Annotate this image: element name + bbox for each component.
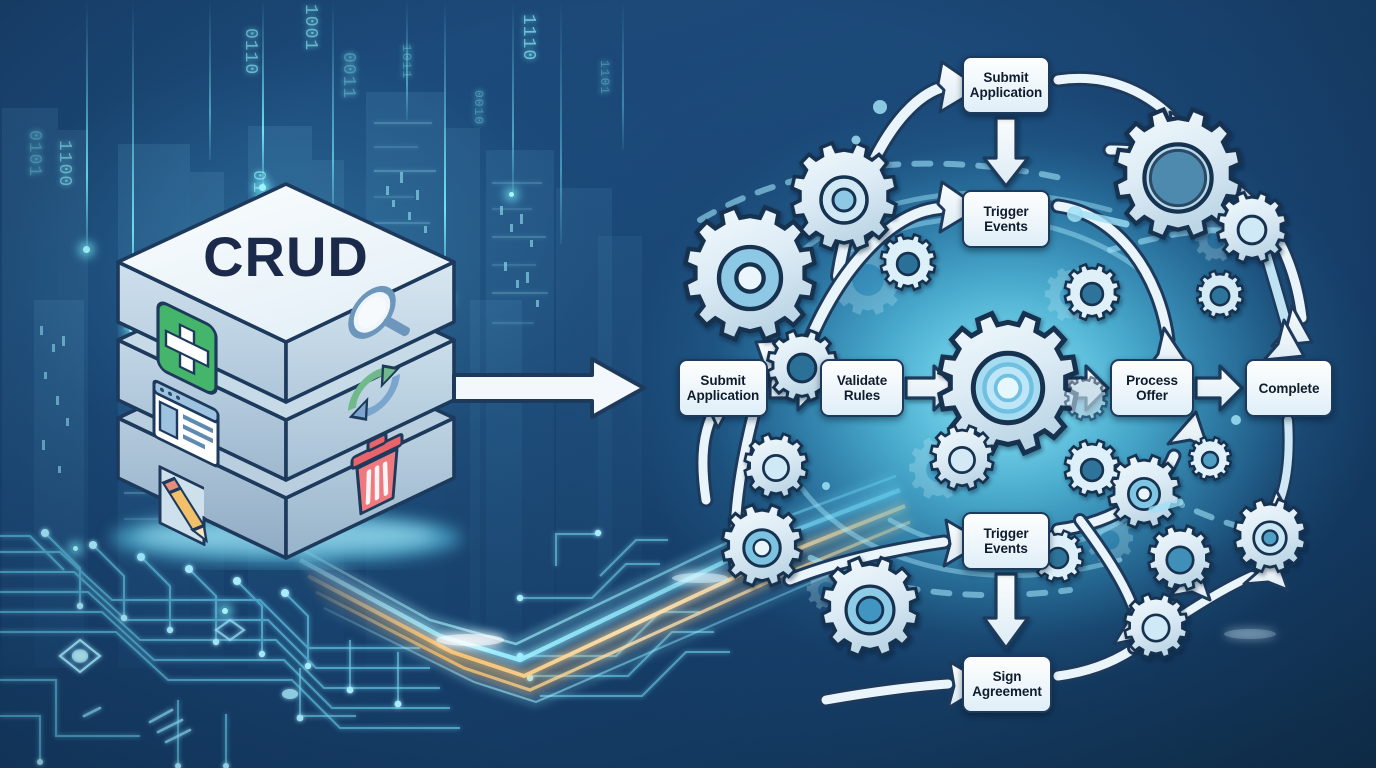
node-label-line2: Rules — [843, 388, 881, 403]
binary-column: 0011 — [336, 52, 359, 99]
gear-icon — [1113, 106, 1243, 241]
gear-icon — [1063, 375, 1109, 422]
gear-icon — [765, 328, 839, 403]
node-label-line2: Agreement — [972, 684, 1042, 699]
crud-label: CRUD — [203, 225, 369, 288]
gear-icon — [1187, 435, 1233, 482]
gear-icon — [879, 232, 937, 292]
gear-icon — [1215, 190, 1289, 265]
node-label-line1: Submit — [700, 373, 746, 388]
central-gear-icon — [936, 310, 1080, 457]
binary-column: 1100 — [52, 140, 75, 187]
flow-node-complete[interactable]: Complete — [1245, 359, 1333, 417]
gear-icon — [1123, 592, 1189, 660]
gear-icon — [683, 204, 817, 343]
binary-column: 0110 — [238, 28, 261, 75]
node-label-line1: Process — [1126, 373, 1178, 388]
binary-column: 1101 — [596, 60, 613, 95]
create-plus-icon — [156, 301, 218, 395]
node-label-line1: Sign — [992, 669, 1022, 684]
flow-node-validate-rules[interactable]: Validate Rules — [820, 359, 904, 417]
gear-icon — [1147, 524, 1213, 592]
flow-node-trigger-top[interactable]: Trigger Events — [962, 190, 1050, 248]
gear-icon — [820, 555, 920, 658]
node-label-line2: Events — [984, 219, 1028, 234]
binary-column: 0101 — [22, 130, 45, 177]
node-label-line2: Application — [686, 388, 760, 403]
node-label-line1: Trigger — [983, 526, 1029, 541]
gear-icon — [1107, 453, 1181, 530]
gear-icon — [1195, 269, 1245, 320]
flow-node-process-offer[interactable]: Process Offer — [1110, 359, 1194, 417]
flow-node-submit-top[interactable]: Submit Application — [962, 56, 1050, 114]
search-magnifier-icon — [348, 285, 410, 339]
gear-icon — [1063, 438, 1121, 498]
gear-icon — [789, 140, 899, 252]
binary-column: 1110 — [516, 14, 539, 61]
node-label-line1: Trigger — [983, 204, 1029, 219]
node-label-line1: Complete — [1258, 380, 1320, 396]
flow-node-sign-agreement[interactable]: Sign Agreement — [962, 655, 1052, 713]
binary-column: 1001 — [298, 4, 321, 51]
document-window-icon — [152, 379, 220, 468]
binary-column: 0010 — [470, 90, 487, 125]
gear-icon — [1233, 497, 1307, 574]
node-label-line1: Submit — [983, 70, 1029, 85]
node-label-line1: Validate — [836, 373, 888, 388]
node-label-line2: Application — [969, 85, 1043, 100]
gear-icon — [743, 432, 809, 500]
flow-node-trigger-bottom[interactable]: Trigger Events — [962, 512, 1050, 570]
node-label-line2: Events — [984, 541, 1028, 556]
crud-cube: CRUD — [96, 150, 496, 570]
delete-trash-icon — [350, 432, 404, 516]
edit-pencil-icon — [158, 465, 209, 547]
node-label-line2: Offer — [1136, 388, 1168, 403]
gear-icon — [1063, 262, 1121, 322]
refresh-cycle-icon — [348, 364, 401, 421]
flow-node-submit-main[interactable]: Submit Application — [678, 359, 768, 417]
binary-column: 1011 — [398, 44, 415, 79]
gear-icon — [720, 502, 804, 588]
workflow-diagram: Submit Application Trigger Events Submit… — [640, 0, 1376, 768]
gear-icon — [929, 424, 995, 492]
crud-to-workflow-arrow — [452, 355, 652, 430]
gear-cluster — [683, 106, 1307, 660]
